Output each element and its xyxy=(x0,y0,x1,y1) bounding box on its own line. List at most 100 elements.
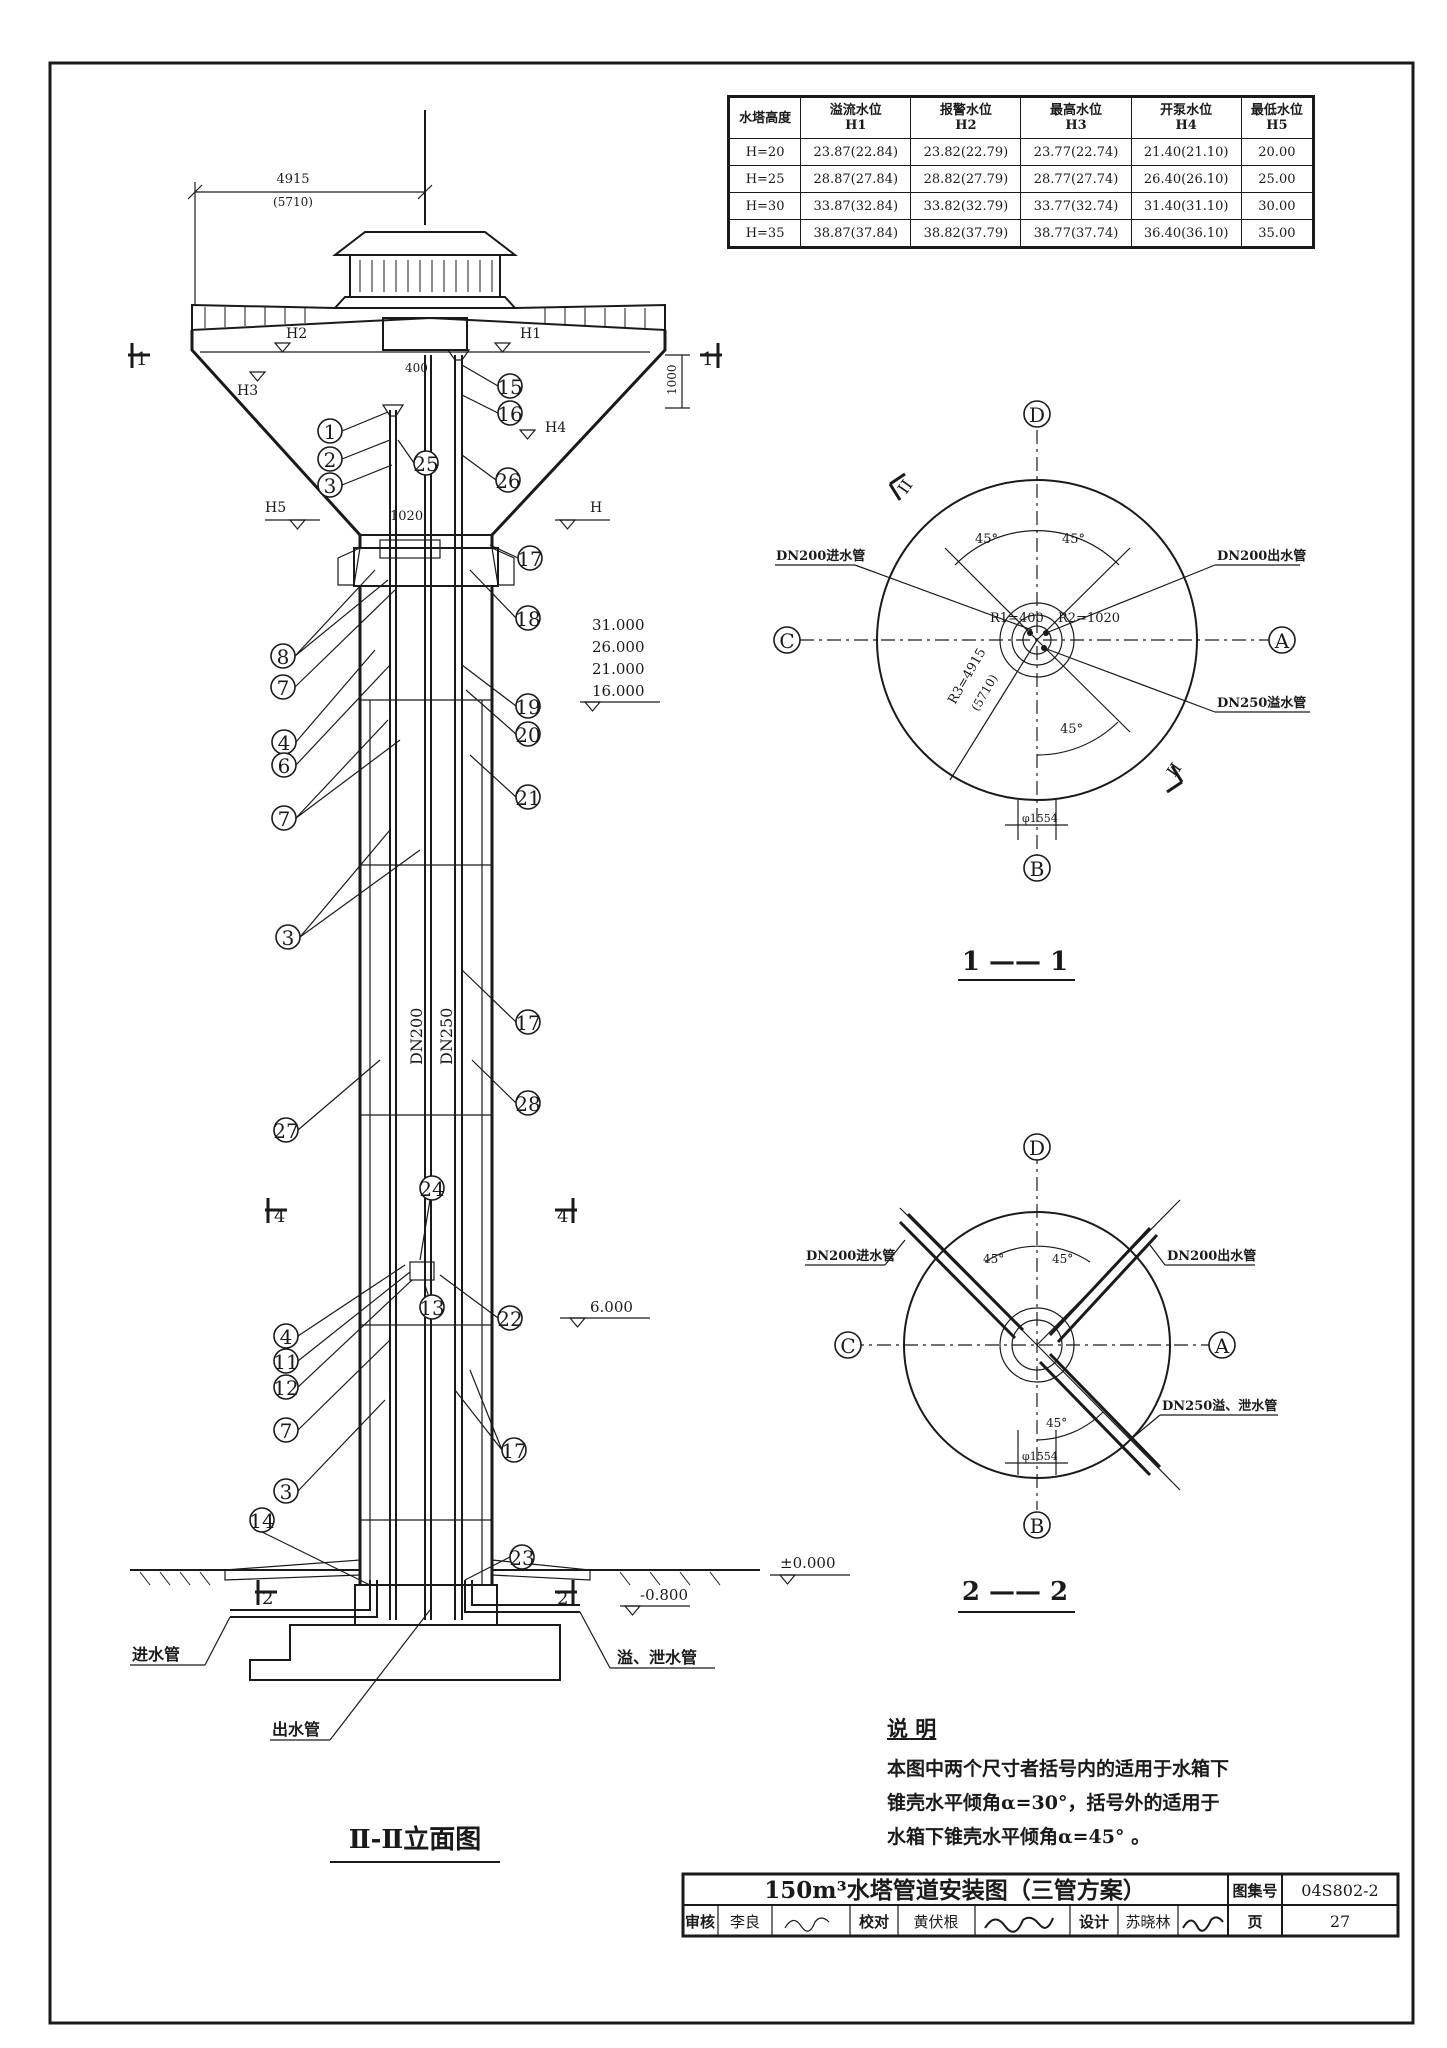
valve xyxy=(409,1261,435,1281)
callout-7a: 7 xyxy=(270,674,296,700)
table-cell: 28.77(27.74) xyxy=(1020,165,1132,193)
svg-text:17: 17 xyxy=(515,1011,540,1035)
label-overflow: 溢、泄水管 xyxy=(617,1648,697,1667)
callout-11: 11 xyxy=(273,1348,299,1374)
dim-1020: 1020 xyxy=(390,509,423,524)
section-marks: 1 1 4 4 2 2 xyxy=(128,343,722,1609)
elevation-view: 4915 (5710) xyxy=(128,110,850,1863)
s1-title: 1 —— 1 xyxy=(962,947,1068,977)
dim-top-alt-text: (5710) xyxy=(273,195,313,209)
h1-label: H1 xyxy=(520,326,541,342)
table-cell: 33.82(32.79) xyxy=(910,192,1022,220)
dim-1000: 1000 xyxy=(665,364,679,395)
s1-axis-labels: D C A B xyxy=(773,400,1296,882)
svg-text:A: A xyxy=(1214,1334,1230,1358)
svg-text:B: B xyxy=(1030,857,1045,881)
svg-text:B: B xyxy=(1030,1514,1045,1538)
svg-text:11: 11 xyxy=(273,1350,298,1374)
callout-leaders xyxy=(261,364,519,1586)
checker-signature xyxy=(984,1916,1054,1933)
table-cell: H=30 xyxy=(727,192,802,220)
table-cell: 33.87(32.84) xyxy=(800,192,912,220)
s1-r2: R2=1020 xyxy=(1058,611,1120,626)
s1-r1: R1=400 xyxy=(990,611,1044,626)
section-2-2: 45° 45° 45° φ1554 D C A B DN200进水管 DN200… xyxy=(805,1133,1278,1613)
section-1-1: 45° 45° 45° R1=400 R2=1020 R3=4915 (5710… xyxy=(773,400,1310,981)
svg-text:2: 2 xyxy=(262,1588,273,1609)
s2-angle-1: 45° xyxy=(983,1252,1004,1266)
table-row: H=20 23.87(22.84) 23.82(22.79) 23.77(22.… xyxy=(727,138,1315,166)
table-cell: 20.00 xyxy=(1240,138,1315,166)
pipe-dn200-label: DN200 xyxy=(407,1008,426,1065)
svg-text:13: 13 xyxy=(419,1296,444,1320)
table-cell: 23.82(22.79) xyxy=(910,138,1022,166)
callout-2: 2 xyxy=(317,446,343,472)
callout-1: 1 xyxy=(317,418,343,444)
svg-text:C: C xyxy=(840,1334,855,1358)
reviewer: 李良 xyxy=(730,1913,760,1931)
svg-text:14: 14 xyxy=(249,1509,274,1533)
dim-400: 400 xyxy=(405,361,428,375)
s2-angle-2: 45° xyxy=(1052,1252,1073,1266)
svg-text:4: 4 xyxy=(557,1206,568,1227)
label-inlet: 进水管 xyxy=(132,1645,180,1664)
atlas-no: 04S802-2 xyxy=(1301,1881,1378,1900)
callout-7b: 7 xyxy=(271,805,297,831)
level-31: 31.000 xyxy=(592,616,645,634)
table-cell: H=25 xyxy=(727,165,802,193)
tank-roof xyxy=(191,303,666,351)
svg-text:D: D xyxy=(1029,1136,1045,1160)
table-cell: 36.40(36.10) xyxy=(1130,219,1242,248)
h5-label: H5 xyxy=(265,500,286,516)
svg-text:22: 22 xyxy=(497,1307,522,1331)
table-cell: 23.77(22.74) xyxy=(1020,138,1132,166)
svg-text:8: 8 xyxy=(277,645,290,669)
svg-text:4: 4 xyxy=(280,1325,293,1349)
svg-text:15: 15 xyxy=(497,375,522,399)
table-cell: 23.87(22.84) xyxy=(800,138,912,166)
elevation-title: Ⅱ-Ⅱ立面图 xyxy=(349,1824,482,1855)
s1-angle-3: 45° xyxy=(1060,722,1083,737)
s2-pipe-overflow: DN250溢、泄水管 xyxy=(1162,1398,1277,1414)
svg-text:3: 3 xyxy=(280,1480,293,1504)
s2-axis-labels: D C A B xyxy=(834,1133,1236,1539)
h3-label: H3 xyxy=(237,383,258,399)
svg-text:1: 1 xyxy=(136,349,147,370)
svg-text:17: 17 xyxy=(517,547,542,571)
svg-text:17: 17 xyxy=(501,1439,526,1463)
checker: 黄伏根 xyxy=(913,1913,958,1931)
level-6: 6.000 xyxy=(590,1298,633,1316)
svg-text:1: 1 xyxy=(324,420,337,444)
callout-17a: 17 xyxy=(517,545,543,571)
s1-pipe-out: DN200出水管 xyxy=(1217,548,1306,564)
table-row: H=30 33.87(32.84) 33.82(32.79) 33.77(32.… xyxy=(727,192,1315,220)
svg-text:28: 28 xyxy=(515,1092,540,1116)
table-cell: 28.82(27.79) xyxy=(910,165,1022,193)
svg-text:18: 18 xyxy=(515,607,540,631)
table-cell: 38.82(37.79) xyxy=(910,219,1022,248)
table-row: H=25 28.87(27.84) 28.82(27.79) 28.77(27.… xyxy=(727,165,1315,193)
table-row: H=35 38.87(37.84) 38.82(37.79) 38.77(37.… xyxy=(727,219,1315,248)
callout-24: 24 xyxy=(419,1175,445,1201)
access-hatch xyxy=(382,317,468,351)
svg-text:C: C xyxy=(779,629,794,653)
table-cell: 38.77(37.74) xyxy=(1020,219,1132,248)
svg-text:7: 7 xyxy=(280,1419,293,1443)
s2-angle-3: 45° xyxy=(1046,1416,1067,1430)
svg-text:D: D xyxy=(1029,403,1045,427)
svg-text:7: 7 xyxy=(277,676,290,700)
ground-foundation xyxy=(130,1559,760,1681)
h4-label: H4 xyxy=(545,420,566,436)
callout-14: 14 xyxy=(249,1507,275,1533)
s1-phi: φ1554 xyxy=(1022,812,1058,825)
table-cell: 26.40(26.10) xyxy=(1130,165,1242,193)
dim-top-text: 4915 xyxy=(276,172,309,187)
label-outlet: 出水管 xyxy=(272,1720,320,1739)
callout-7c: 7 xyxy=(273,1417,299,1443)
svg-text:20: 20 xyxy=(515,723,540,747)
design-label: 设计 xyxy=(1079,1913,1109,1931)
reviewer-signature xyxy=(784,1917,830,1932)
